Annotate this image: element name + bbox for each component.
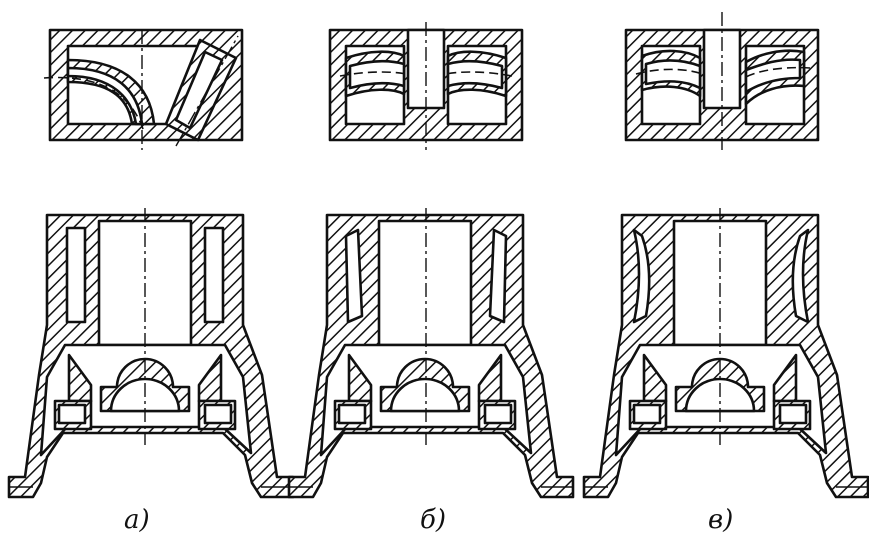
variant-b-block-section: [287, 208, 575, 499]
variant-a-block-section: [7, 208, 295, 499]
variant-c-block-section: [582, 208, 869, 499]
caption-variant-a: a): [124, 505, 150, 535]
caption-variant-c: в): [708, 505, 733, 535]
variant-b-head-section: [328, 22, 524, 150]
variant-c-head-section: [624, 12, 820, 150]
variant-a-head-section: [43, 28, 244, 150]
caption-variant-b: б): [420, 505, 446, 535]
